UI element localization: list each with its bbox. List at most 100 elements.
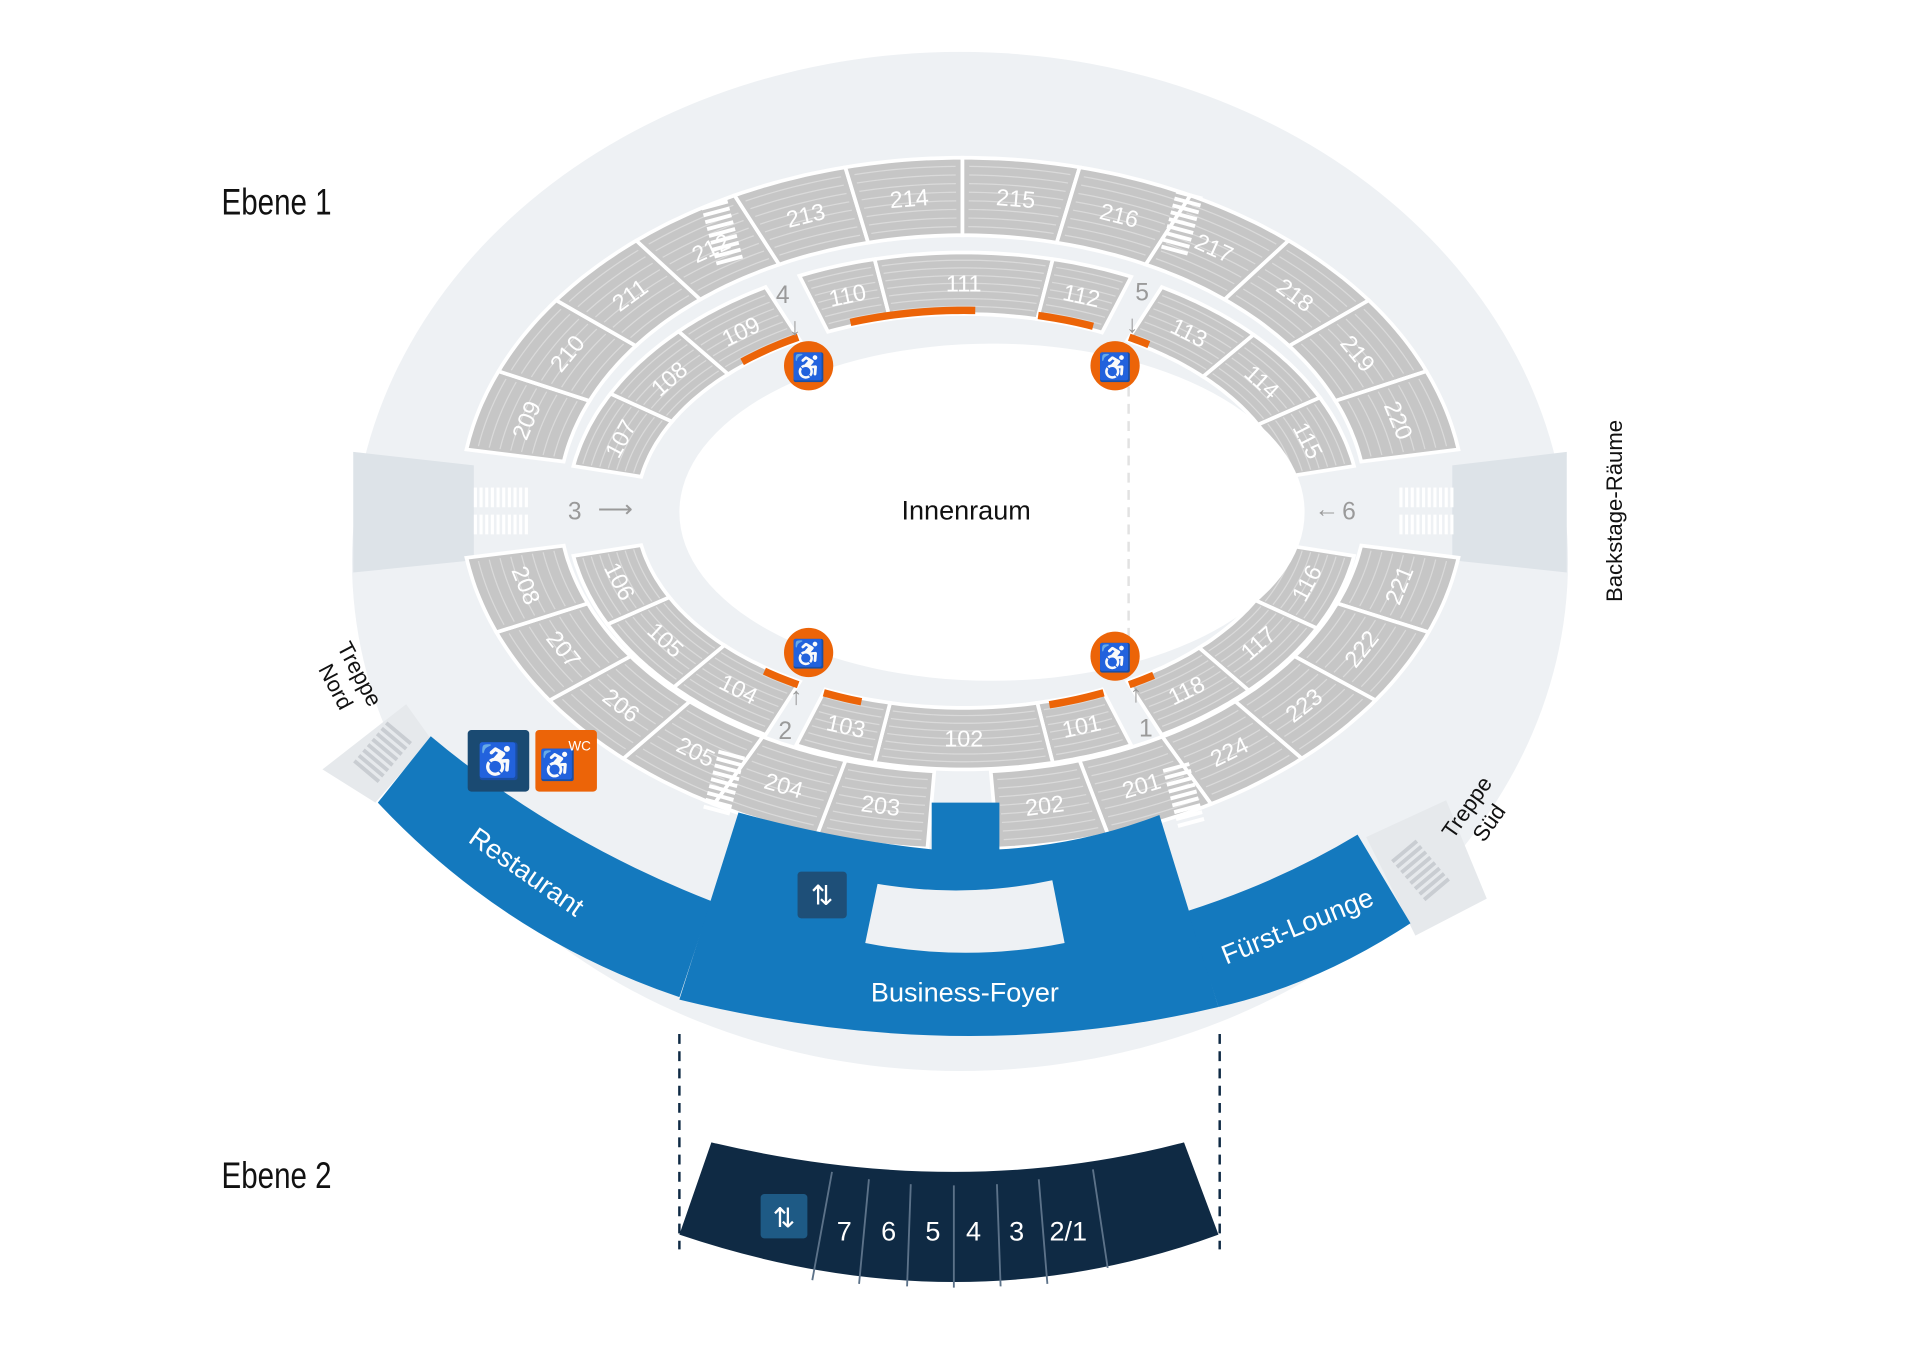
wheelchair-icon[interactable]: ♿ <box>784 627 834 678</box>
level2-box-7[interactable]: 7 <box>837 1215 852 1246</box>
level2-divider <box>906 1184 912 1287</box>
seat-row <box>1250 342 1311 399</box>
seat-row <box>1276 683 1337 731</box>
seat-row <box>1387 388 1415 451</box>
seat-row <box>1212 373 1265 420</box>
seat-row <box>1250 282 1313 328</box>
seat-row <box>662 219 744 258</box>
seat-row <box>1257 275 1322 323</box>
level2-box-2/1[interactable]: 2/1 <box>1049 1215 1087 1246</box>
seat-row <box>635 754 714 795</box>
seat-row <box>1064 234 1146 256</box>
seat-row <box>1311 557 1346 623</box>
stairs-icon <box>473 487 528 508</box>
level2-box-4[interactable]: 4 <box>966 1215 981 1246</box>
seat-row <box>499 384 527 450</box>
seat-row <box>868 217 957 226</box>
section-108[interactable]: 108 <box>607 329 732 424</box>
seat-row <box>814 281 876 297</box>
seat-row <box>999 785 1084 798</box>
section-220[interactable]: 220 <box>1332 369 1461 464</box>
wheelchair-icon[interactable]: ♿ <box>1090 341 1140 391</box>
wheelchair-icon[interactable]: ♿ <box>784 341 834 391</box>
seat-row <box>1298 410 1329 468</box>
section-209[interactable]: 209 <box>464 369 593 464</box>
seat-row <box>1183 722 1254 758</box>
seat-row <box>530 318 580 378</box>
accessible-wc-icon[interactable] <box>535 730 597 792</box>
section-202[interactable]: 202 <box>988 758 1111 851</box>
section-109[interactable]: 109 <box>675 284 803 377</box>
seat-row <box>735 783 821 810</box>
section-101[interactable]: 101 <box>1034 687 1134 765</box>
seat-row <box>1408 381 1437 448</box>
section-118[interactable]: 118 <box>1124 645 1252 738</box>
level2-box-3[interactable]: 3 <box>1009 1215 1024 1246</box>
seat-row <box>1399 557 1426 619</box>
accessible-seating-zone <box>740 333 800 366</box>
seat-row <box>1363 308 1415 371</box>
section-103[interactable]: 103 <box>793 687 893 765</box>
seat-row <box>1345 318 1395 378</box>
seat-row <box>745 176 842 202</box>
baby-glyph: ♿ <box>477 741 520 781</box>
seat-row <box>826 827 922 841</box>
level2-divider <box>811 1171 833 1281</box>
wheelchair-icon[interactable]: ♿ <box>1090 631 1140 681</box>
seat-row <box>1101 775 1185 801</box>
seat-row <box>1235 295 1295 339</box>
level1-title: Ebene 1 <box>222 182 332 223</box>
seat-row <box>969 174 1069 184</box>
section-208[interactable]: 208 <box>464 543 591 635</box>
level2-box-6[interactable]: 6 <box>881 1215 896 1246</box>
seat-row <box>1369 633 1417 692</box>
section-106[interactable]: 106 <box>571 543 673 627</box>
seat-row <box>702 668 779 708</box>
seat-row <box>655 606 709 655</box>
section-210[interactable]: 210 <box>495 297 639 404</box>
restaurant-area[interactable] <box>377 736 712 998</box>
seat-row <box>510 308 562 371</box>
aisle-4-arrow-icon: ↓ <box>789 314 801 341</box>
level2-elevator-icon[interactable] <box>760 1194 808 1239</box>
aisle-6-arrow-icon: ← <box>1314 496 1339 523</box>
elevator-icon[interactable] <box>797 871 847 919</box>
section-214[interactable]: 214 <box>842 155 965 245</box>
west-entrance-band <box>353 451 474 573</box>
seat-row <box>969 165 1071 176</box>
accessible-seating-zone <box>1127 671 1156 689</box>
seat-row <box>998 777 1081 789</box>
section-222[interactable]: 222 <box>1291 601 1432 703</box>
aisle-5-label: 5 <box>1135 280 1149 307</box>
seat-row <box>838 793 926 806</box>
seat-row <box>697 258 770 292</box>
level2-box-5[interactable]: 5 <box>925 1215 940 1246</box>
seat-row <box>746 768 828 793</box>
fuerst-lounge-area[interactable] <box>1187 834 1411 1007</box>
seat-row <box>1354 313 1405 374</box>
seat-row <box>890 298 1037 305</box>
section-block[interactable] <box>1124 645 1252 738</box>
section-212[interactable]: 212 <box>633 193 783 302</box>
seat-row <box>885 274 1043 282</box>
section-117[interactable]: 117 <box>1196 598 1320 693</box>
section-114[interactable]: 114 <box>1199 332 1323 427</box>
level2-divider <box>996 1184 1002 1287</box>
section-102[interactable]: 102 <box>872 700 1056 772</box>
seat-row <box>1327 328 1374 385</box>
section-112[interactable]: 112 <box>1034 257 1134 335</box>
seat-row <box>686 709 753 743</box>
baby-changing-icon[interactable] <box>467 730 530 792</box>
level2-divider <box>1037 1179 1049 1284</box>
seat-row <box>1208 605 1262 652</box>
svg-text:♿: ♿ <box>1098 642 1132 673</box>
seat-row <box>700 308 775 346</box>
seat-row <box>968 217 1057 226</box>
section-207[interactable]: 207 <box>493 601 634 703</box>
seat-row <box>859 182 956 193</box>
field-innenraum[interactable] <box>679 343 1305 681</box>
seat-row <box>542 397 568 456</box>
section-110[interactable]: 110 <box>796 257 893 334</box>
seat-row <box>586 262 654 313</box>
